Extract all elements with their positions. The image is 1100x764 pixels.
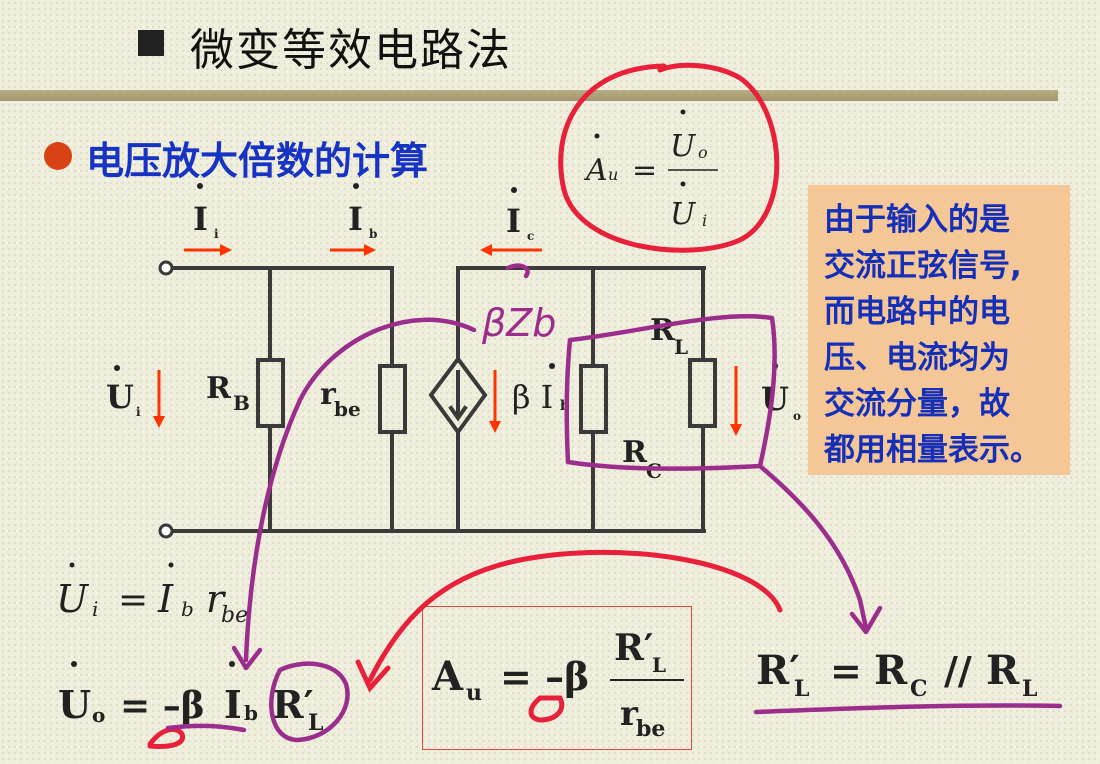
rl-equation: R′ L = R C // R L xyxy=(756,647,1037,702)
rl-resistor xyxy=(688,358,717,428)
ui-sub: i xyxy=(136,405,141,419)
svg-text:I: I xyxy=(157,577,174,621)
svg-text:be: be xyxy=(636,716,665,742)
red-minus-mark-uo xyxy=(147,726,186,749)
svg-text:r: r xyxy=(206,577,227,621)
rb-sub: B xyxy=(233,391,250,415)
svg-text:L: L xyxy=(652,653,666,677)
au-formula-box xyxy=(422,606,692,750)
circuit xyxy=(170,266,717,533)
svg-text:R: R xyxy=(986,647,1020,694)
purple-underline-rl xyxy=(753,703,1063,715)
au-equation: A u = –β R′ L r be xyxy=(431,627,684,742)
svg-text:= –β: = –β xyxy=(500,654,589,699)
red-ink xyxy=(147,62,783,749)
red-arrows xyxy=(153,244,742,436)
au-definition: A u = U o U i xyxy=(583,109,718,232)
svg-text:o: o xyxy=(92,703,105,727)
subtitle-bullet xyxy=(44,142,72,170)
svg-text:L: L xyxy=(308,710,323,736)
svg-text:u: u xyxy=(608,165,618,184)
input-terminal-top xyxy=(158,260,174,276)
svg-text:C: C xyxy=(910,676,928,702)
input-terminal-bottom xyxy=(158,523,174,539)
svg-text:I: I xyxy=(224,682,242,727)
note-box: 由于输入的是 交流正弦信号, 而电路中的电 压、电流均为 交流分量，故 都用相量… xyxy=(808,185,1070,475)
source-arrow-head xyxy=(448,405,468,422)
svg-text:U: U xyxy=(670,197,697,232)
page-title: 微变等效电路法 xyxy=(190,25,512,76)
purple-ink: βZb xyxy=(165,263,1063,743)
svg-text:R′: R′ xyxy=(272,682,314,727)
svg-text:U: U xyxy=(670,129,697,164)
svg-text:r: r xyxy=(620,694,639,734)
svg-text:R′: R′ xyxy=(756,647,800,694)
uo-sub: o xyxy=(793,409,801,423)
rb-resistor xyxy=(256,358,285,428)
purple-arrowhead-uo xyxy=(231,645,263,671)
svg-text://: // xyxy=(944,648,972,693)
purple-arrow-to-uo xyxy=(243,317,477,663)
dependent-source xyxy=(428,355,488,436)
ic-label: I xyxy=(506,202,521,240)
rc-label: R xyxy=(622,435,648,470)
purple-hook-ic xyxy=(505,263,530,279)
svg-text:=: = xyxy=(118,580,148,621)
rc-resistor xyxy=(579,364,608,434)
section-subtitle: 电压放大倍数的计算 xyxy=(86,139,429,183)
title-rule xyxy=(0,90,1058,101)
svg-text:b: b xyxy=(244,701,258,725)
rb-label: R xyxy=(206,371,232,406)
handwritten-beta-zb: βZb xyxy=(481,301,556,345)
purple-line-uo xyxy=(165,723,247,733)
svg-text:A: A xyxy=(431,653,464,700)
svg-text:U: U xyxy=(56,577,90,621)
rbe-sub: be xyxy=(334,397,361,421)
ib-sub: b xyxy=(369,227,377,241)
title-bullet xyxy=(138,30,164,56)
red-circle-definition xyxy=(558,62,780,253)
svg-text:=: = xyxy=(830,648,862,693)
rl-label: R xyxy=(650,313,676,348)
svg-text:=: = xyxy=(632,153,657,188)
svg-text:L: L xyxy=(1022,676,1037,702)
svg-text:R: R xyxy=(874,647,908,694)
red-minus-mark-au xyxy=(528,695,565,723)
source-label: β I xyxy=(512,378,553,416)
svg-text:R′: R′ xyxy=(614,627,653,669)
svg-text:be: be xyxy=(221,603,248,628)
purple-circle-rl xyxy=(269,661,350,743)
note-text: 由于输入的是 交流正弦信号, 而电路中的电 压、电流均为 交流分量，故 都用相量… xyxy=(824,202,1041,468)
rc-sub: C xyxy=(646,459,662,483)
rbe-label: r xyxy=(320,377,337,412)
red-curve-arrow xyxy=(367,549,783,683)
red-curve-arrowhead xyxy=(355,659,391,693)
svg-text:o: o xyxy=(698,143,708,162)
svg-text:= –β: = –β xyxy=(120,685,205,727)
uo-equation: U o = –β I b R′ L xyxy=(58,661,323,736)
ui-label: U xyxy=(106,378,134,416)
ic-sub: c xyxy=(527,229,534,243)
svg-text:b: b xyxy=(181,597,194,621)
svg-text:i: i xyxy=(702,211,707,230)
ui-equation: U i = I b r be xyxy=(56,562,248,628)
svg-text:U: U xyxy=(58,682,91,727)
rl-sub: L xyxy=(674,335,688,359)
purple-arrowhead-rl xyxy=(849,605,883,635)
svg-text:A: A xyxy=(583,153,608,188)
ii-sub: i xyxy=(214,227,219,241)
ib-label: I xyxy=(348,200,363,238)
rbe-resistor xyxy=(378,364,407,434)
ii-label: I xyxy=(193,200,208,238)
svg-text:u: u xyxy=(466,680,482,706)
svg-text:L: L xyxy=(794,676,809,702)
svg-text:i: i xyxy=(92,597,98,621)
purple-arrow-to-rl xyxy=(757,463,869,631)
